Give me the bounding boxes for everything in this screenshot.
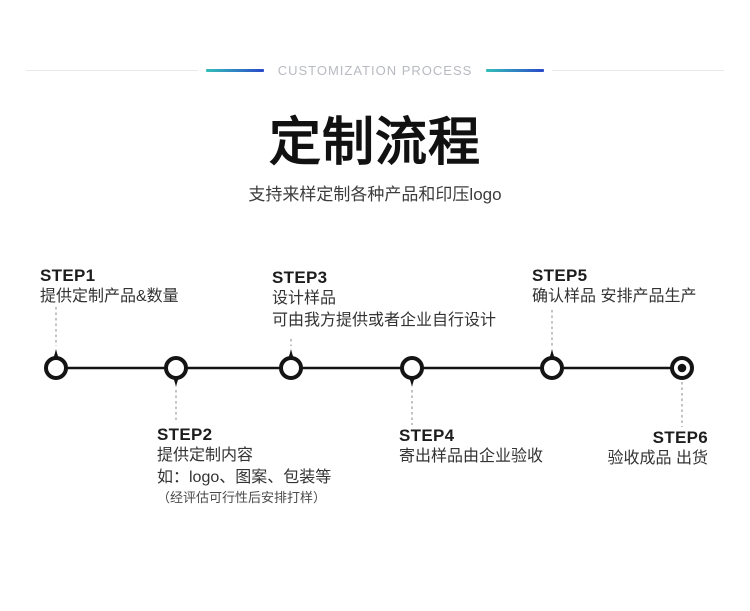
timeline-graphic [44, 307, 694, 427]
divider-accent-bar-left [205, 68, 264, 72]
step-1-block: STEP1 提供定制产品&数量 [40, 266, 179, 308]
step-5-block: STEP5 确认样品 安排产品生产 [532, 266, 696, 308]
divider-accent-bar-right [486, 68, 545, 72]
page-title: 定制流程 [268, 115, 481, 172]
step-2-desc-line2: 如：logo、图案、包装等 [157, 469, 332, 486]
section-divider: CUSTOMIZATION PROCESS [0, 58, 750, 82]
divider-hairline-right [552, 69, 724, 71]
step-4-label: STEP4 [399, 426, 455, 445]
step-4-desc: 寄出样品由企业验收 [399, 448, 544, 465]
page-subtitle: 支持来样定制各种产品和印压logo [248, 185, 502, 204]
step-6-block: STEP6 验收成品 出货 [608, 428, 708, 470]
step-4-block: STEP4 寄出样品由企业验收 [399, 426, 543, 468]
step-2-desc-line1: 提供定制内容 [157, 447, 254, 464]
timeline-node-step6-icon [670, 356, 694, 380]
step-1-desc: 提供定制产品&数量 [40, 288, 179, 305]
step-2-note: （经评估可行性后安排打样） [157, 490, 327, 505]
divider-hairline-left [26, 69, 198, 71]
step-1-label: STEP1 [40, 266, 96, 285]
timeline-node-step1-icon [44, 349, 68, 380]
step-2-label: STEP2 [157, 425, 213, 444]
step-3-desc-line2: 可由我方提供或者企业自行设计 [272, 312, 497, 329]
divider-label: CUSTOMIZATION PROCESS [277, 62, 473, 78]
timeline-node-step4-icon [400, 356, 424, 387]
timeline-node-step3-icon [279, 349, 303, 380]
step-3-desc-line1: 设计样品 [272, 290, 337, 307]
step-5-desc: 确认样品 安排产品生产 [532, 288, 697, 305]
step-6-desc: 验收成品 出货 [607, 450, 708, 467]
timeline-node-step5-icon [540, 349, 564, 380]
step-5-label: STEP5 [532, 266, 588, 285]
step-3-block: STEP3 设计样品 可由我方提供或者企业自行设计 [272, 268, 496, 332]
timeline-node-step2-icon [164, 356, 188, 387]
step-6-label: STEP6 [652, 428, 708, 447]
step-2-block: STEP2 提供定制内容 如：logo、图案、包装等 （经评估可行性后安排打样） [157, 425, 331, 507]
step-3-label: STEP3 [272, 268, 328, 287]
